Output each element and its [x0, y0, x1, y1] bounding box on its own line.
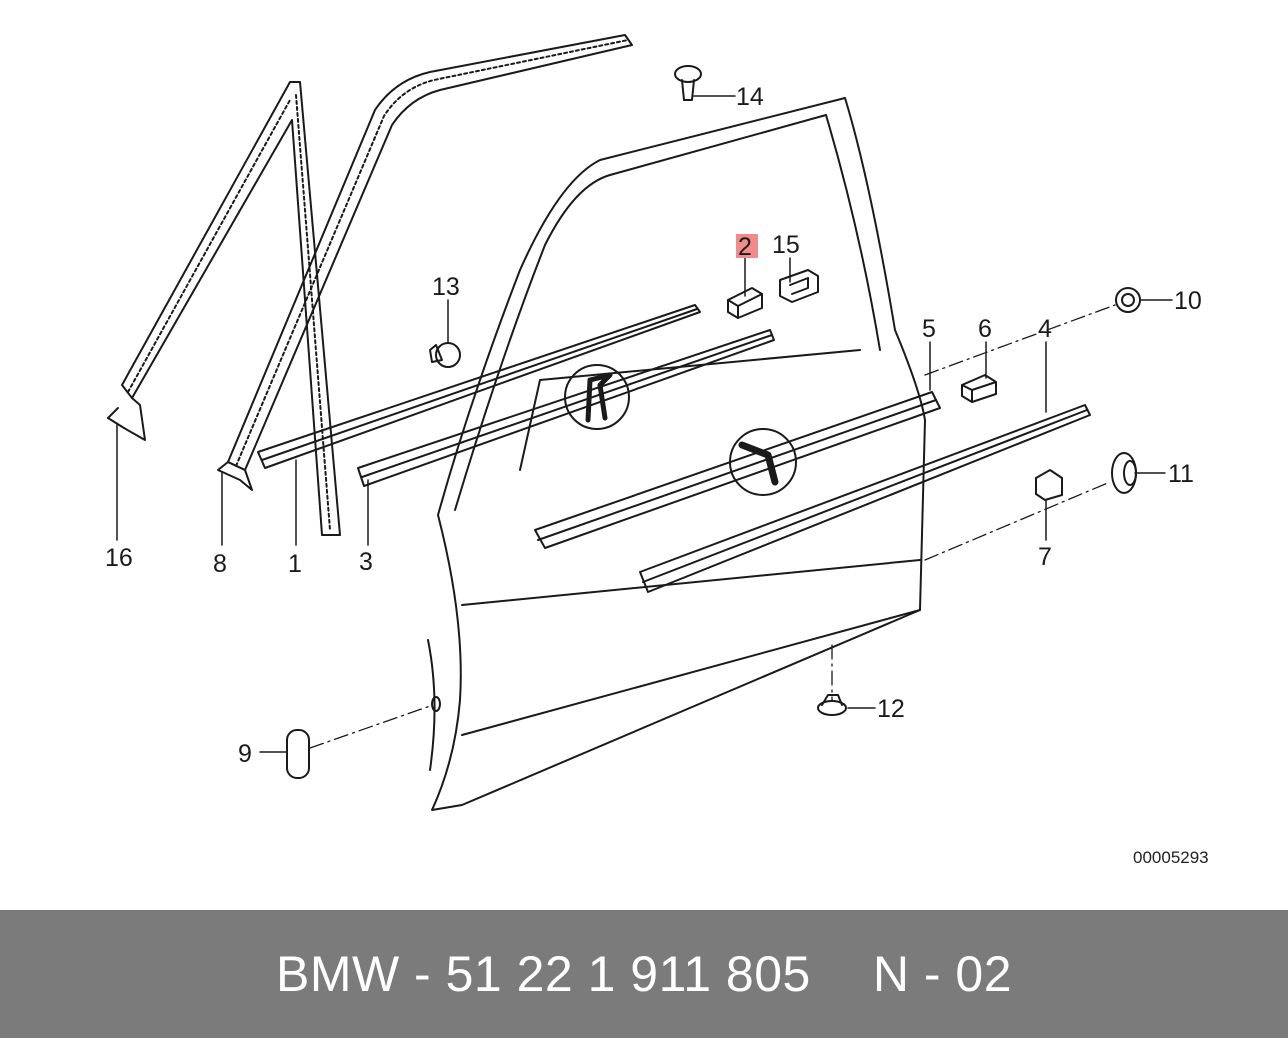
part-4-side-moulding	[639, 404, 1091, 593]
callout-2: 2	[738, 233, 752, 261]
callout-13: 13	[432, 273, 460, 301]
door-shell	[427, 97, 926, 811]
part-14-pin	[674, 65, 702, 101]
callout-3: 3	[359, 548, 373, 576]
callout-1: 1	[288, 550, 302, 578]
leader-lines	[116, 95, 1173, 753]
callout-14: 14	[736, 83, 764, 111]
callout-labels: 16 8 1 3 2 15 14 13 10 5 6 4 11 7 12 9 0…	[105, 83, 1209, 867]
part-8-frame-seal	[217, 34, 633, 491]
parts-diagram: 16 8 1 3 2 15 14 13 10 5 6 4 11 7 12 9 0…	[105, 34, 1209, 867]
diagram-canvas: 16 8 1 3 2 15 14 13 10 5 6 4 11 7 12 9 0…	[105, 34, 1209, 867]
callout-15: 15	[772, 231, 800, 259]
callout-16: 16	[105, 544, 133, 572]
callout-10: 10	[1174, 287, 1202, 315]
part-5-belt-moulding	[534, 391, 941, 549]
part-2-clip	[727, 287, 763, 319]
callout-11: 11	[1168, 460, 1194, 488]
highlight-box	[736, 234, 758, 258]
drawing-number: 00005293	[1133, 848, 1209, 867]
position-code: N - 02	[872, 946, 1013, 1002]
part-6-clip	[961, 374, 997, 403]
part-9-plug	[286, 729, 310, 779]
part-7-clip	[1035, 469, 1063, 501]
part-reference: BMW - 51 22 1 911 805	[275, 946, 811, 1002]
part-1-inner-strip	[257, 304, 701, 469]
callout-12: 12	[877, 695, 905, 723]
detail-circle-a	[564, 364, 630, 430]
part-12-grommet	[817, 694, 847, 716]
part-16-window-channel	[107, 81, 341, 536]
callout-5: 5	[922, 315, 936, 343]
callout-9: 9	[238, 740, 252, 768]
part-13-clip	[429, 342, 461, 368]
part-11-grommet	[1111, 452, 1137, 494]
assembly-lines	[309, 304, 1116, 749]
part-15-clip	[779, 269, 819, 303]
part-number-banner: BMW - 51 22 1 911 805 N - 02	[0, 910, 1288, 1038]
part-10-nut	[1115, 287, 1141, 313]
callout-6: 6	[978, 315, 992, 343]
callout-8: 8	[213, 550, 227, 578]
callout-4: 4	[1038, 315, 1052, 343]
callout-7: 7	[1038, 543, 1052, 571]
